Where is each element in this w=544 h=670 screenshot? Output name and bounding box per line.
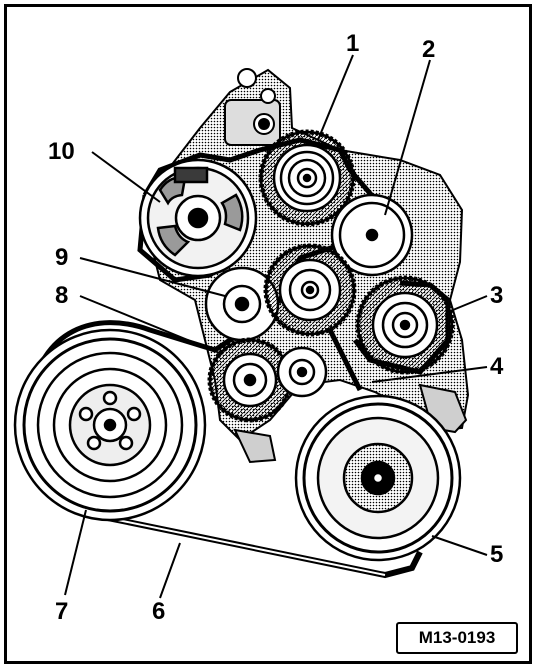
leader-lines [64, 54, 488, 599]
pulley-9 [204, 243, 357, 342]
pulley-7 [13, 328, 207, 522]
reference-code: M13-0193 [396, 622, 518, 654]
callout-4: 4 [490, 353, 504, 380]
callout-9: 9 [55, 244, 69, 271]
pulley-2 [330, 193, 414, 277]
pulley-10 [138, 158, 258, 278]
callout-1: 1 [346, 30, 360, 57]
callout-8: 8 [55, 282, 69, 309]
callout-3: 3 [490, 282, 504, 309]
callout-6: 6 [152, 598, 166, 625]
callout-10: 10 [48, 138, 75, 165]
callout-2: 2 [422, 36, 436, 63]
callout-7: 7 [55, 598, 69, 625]
callout-5: 5 [490, 541, 504, 568]
pulley-8 [207, 337, 328, 423]
pulley-3 [355, 275, 455, 375]
pulley-5 [294, 394, 462, 562]
pulley-1 [258, 129, 356, 227]
